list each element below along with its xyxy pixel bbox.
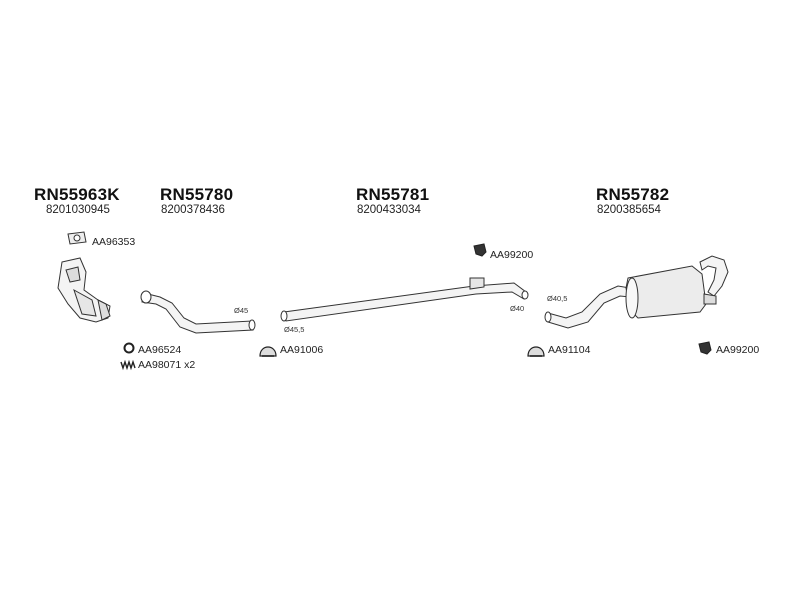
rear-silencer-drawing xyxy=(544,255,729,329)
part-code-rn55782: RN55782 xyxy=(596,185,670,204)
accessory-label-aa99200-front: AA99200 xyxy=(490,249,534,261)
front-pipe-drawing xyxy=(140,290,256,334)
accessory-label-aa99200-rear: AA99200 xyxy=(716,344,760,356)
accessory-label-aa91006: AA91006 xyxy=(280,344,324,356)
diameter-label-40-5: Ø40,5 xyxy=(547,294,568,303)
clamp-icon xyxy=(259,346,277,357)
part-ref-rn55963k: 8201030945 xyxy=(46,204,110,216)
rubber-hanger-icon xyxy=(698,341,712,355)
spring-icon xyxy=(120,359,136,371)
accessory-label-aa98071: AA98071 x2 xyxy=(138,359,196,371)
diameter-label-45: Ø45 xyxy=(234,306,249,315)
part-code-rn55781: RN55781 xyxy=(356,185,430,204)
rubber-hanger-icon xyxy=(473,243,487,257)
accessory-label-aa91104: AA91104 xyxy=(548,344,591,356)
catalytic-converter-drawing xyxy=(57,257,111,323)
clamp-icon xyxy=(527,346,545,357)
part-code-rn55780: RN55780 xyxy=(160,185,234,204)
ring-gasket-icon xyxy=(123,342,135,354)
part-ref-rn55780: 8200378436 xyxy=(161,204,225,216)
middle-pipe-drawing xyxy=(280,277,529,322)
accessory-label-aa96524: AA96524 xyxy=(138,344,182,356)
part-code-rn55963k: RN55963K xyxy=(34,185,120,204)
diameter-label-45-5: Ø45,5 xyxy=(284,325,305,334)
part-ref-rn55781: 8200433034 xyxy=(357,204,421,216)
part-ref-rn55782: 8200385654 xyxy=(597,204,661,216)
gasket-icon xyxy=(67,231,87,245)
diameter-label-40: Ø40 xyxy=(510,304,525,313)
accessory-label-aa96353: AA96353 xyxy=(92,236,136,248)
